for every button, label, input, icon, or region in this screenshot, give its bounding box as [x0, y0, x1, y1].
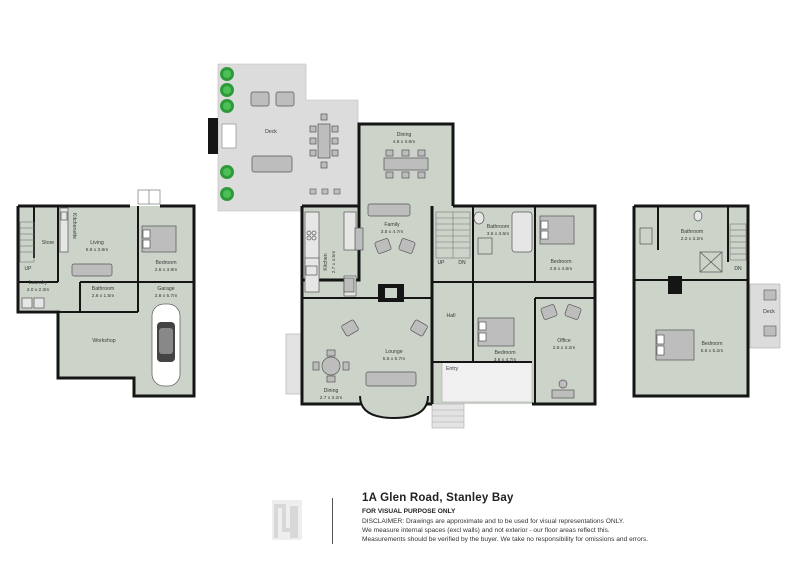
- living-label: Living: [90, 240, 104, 246]
- family-dims: 3.5 x 4.7m: [381, 229, 403, 235]
- deck-top-label: Deck: [265, 129, 277, 135]
- bathroom-right-fixtures: [639, 210, 723, 273]
- stairs-down-tag: DN: [458, 260, 466, 266]
- outdoor-sofa-icon: [251, 155, 293, 173]
- stairs-main: [435, 211, 471, 259]
- laundry-dims: 2.0 x 2.3m: [27, 287, 49, 293]
- lower-level-walls: [16, 204, 196, 398]
- disclaimer-line: DISCLAIMER: Drawings are approximate and…: [362, 518, 625, 525]
- office-furniture: [540, 304, 582, 399]
- bedroom-main2-dims: 3.6 x 4.7m: [494, 357, 516, 363]
- stool-icon: [309, 188, 341, 195]
- lounge-furniture: [341, 277, 428, 387]
- dining-top-label: Dining: [397, 132, 412, 138]
- disclaimer: DISCLAIMER: Drawings are approximate and…: [362, 517, 792, 544]
- bathroom-fixtures: [473, 211, 533, 255]
- purpose-note: FOR VISUAL PURPOSE ONLY: [362, 508, 456, 515]
- plan-footer: 1A Glen Road, Stanley Bay FOR VISUAL PUR…: [270, 492, 790, 552]
- upper-deck: [749, 283, 781, 349]
- bay-window: [359, 395, 429, 420]
- bathroom-right-dims: 2.2 x 3.2m: [681, 236, 703, 242]
- office-dims: 2.8 x 3.2m: [553, 345, 575, 351]
- dining-bottom-label: Dining: [324, 388, 339, 394]
- fireplace-icon: [378, 284, 404, 302]
- bathroom-main-dims: 3.5 x 3.6m: [487, 231, 509, 237]
- outdoor-table-icon: [309, 113, 339, 169]
- dining-table-icon: [383, 149, 429, 179]
- deck-top-area: Deck: [208, 63, 359, 212]
- living-dims: 5.8 x 3.8m: [86, 247, 108, 253]
- main-level-walls: [300, 122, 597, 406]
- bedroom-left-label: Bedroom: [155, 260, 176, 266]
- family-label: Family: [384, 222, 400, 228]
- footer-divider: [332, 498, 333, 544]
- car-icon: [151, 303, 181, 387]
- workshop-label: Workshop: [92, 338, 115, 344]
- armchair-icon: [250, 91, 295, 107]
- stairs-right: [729, 223, 747, 261]
- bathroom-left-label: Bathroom: [92, 286, 115, 292]
- bedroom-right-label: Bedroom: [701, 341, 722, 347]
- sofa-icon: [354, 203, 416, 254]
- bathroom-main-label: Bathroom: [487, 224, 510, 230]
- brand-logo-icon: [272, 500, 302, 540]
- deck-right-label: Deck: [763, 309, 775, 315]
- bathroom-left-dims: 2.6 x 1.5m: [92, 293, 114, 299]
- entry-label: Entry: [446, 366, 459, 372]
- bedroom-right-dims: 5.6 x 5.2m: [701, 348, 723, 354]
- round-table-icon: [312, 349, 350, 383]
- plant-icon: [220, 67, 234, 201]
- hall-label: Hall: [447, 313, 456, 319]
- stairs-left: [19, 221, 35, 263]
- bathroom-right-label: Bathroom: [681, 229, 704, 235]
- kitchenette-label: Kitchenette: [71, 213, 77, 239]
- upper-level-walls: [632, 204, 750, 398]
- chimney-block: [668, 276, 682, 294]
- sofa-icon: [71, 263, 113, 277]
- disclaimer-line: We measure internal spaces (excl walls) …: [362, 527, 610, 534]
- bedroom-left-dims: 2.6 x 3.8m: [155, 267, 177, 273]
- stairs-left-up-tag: UP: [25, 266, 33, 272]
- dining-bottom-dims: 2.7 x 3.2m: [320, 395, 342, 401]
- bedroom-main2-label: Bedroom: [494, 350, 515, 356]
- french-door: [137, 189, 161, 205]
- laundry-machines: [21, 297, 45, 309]
- lounge-dims: 5.5 x 5.7m: [383, 356, 405, 362]
- disclaimer-line: Measurements should be verified by the b…: [362, 536, 649, 543]
- store-label: Store: [42, 240, 55, 246]
- dining-top-dims: 4.6 x 3.8m: [393, 139, 415, 145]
- lounge-label: Lounge: [385, 349, 402, 355]
- laundry-label: Laundry: [29, 280, 48, 286]
- bed-icon: [141, 225, 177, 253]
- garage-label: Garage: [157, 286, 174, 292]
- office-label: Office: [557, 338, 571, 344]
- bed-icon: [655, 329, 695, 361]
- property-address: 1A Glen Road, Stanley Bay: [362, 492, 514, 504]
- bed-icon: [539, 215, 575, 245]
- garage-dims: 2.8 x 5.7m: [155, 293, 177, 299]
- bedroom-main1-dims: 2.8 x 4.6m: [550, 266, 572, 272]
- stairs-up-tag: UP: [438, 260, 446, 266]
- kitchen-label: Kitchen: [323, 253, 329, 270]
- kitchen-dims: 2.7 x 4.5m: [331, 251, 337, 273]
- bedroom-main1-label: Bedroom: [550, 259, 571, 265]
- bed-icon: [477, 317, 515, 347]
- stairs-right-down-tag: DN: [734, 266, 742, 272]
- kitchenette-counter: [59, 207, 69, 253]
